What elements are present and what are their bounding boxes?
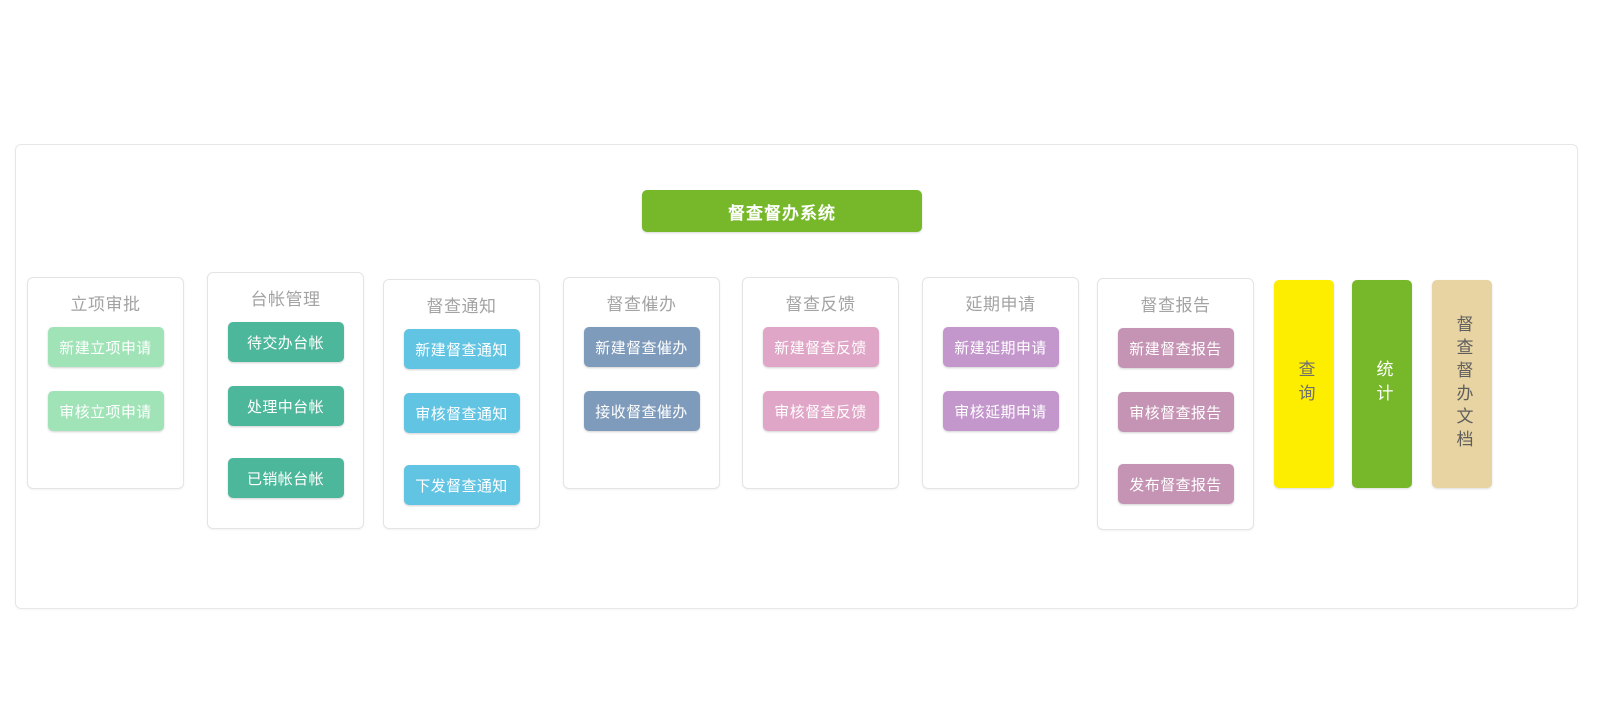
button-publish-supervision-report[interactable]: 发布督查报告 (1117, 464, 1234, 504)
side-tile-supervision-documents[interactable]: 督查督办文档 (1432, 280, 1492, 488)
button-new-supervision-reminder[interactable]: 新建督查催办 (583, 327, 700, 367)
button-in-process-ledger[interactable]: 处理中台帐 (227, 386, 344, 426)
side-tile-statistics[interactable]: 统计 (1352, 280, 1412, 488)
module-card-project-approval: 立项审批 新建立项申请 审核立项申请 (27, 277, 184, 489)
button-review-supervision-report[interactable]: 审核督查报告 (1117, 392, 1234, 432)
button-new-extension-request[interactable]: 新建延期申请 (942, 327, 1059, 367)
side-tile-supervision-documents-label: 督查督办文档 (1452, 315, 1473, 453)
button-new-project-application[interactable]: 新建立项申请 (47, 327, 164, 367)
button-new-supervision-feedback[interactable]: 新建督查反馈 (762, 327, 879, 367)
module-card-supervision-feedback: 督查反馈 新建督查反馈 审核督查反馈 (742, 277, 899, 489)
side-tile-query[interactable]: 查询 (1274, 280, 1334, 488)
side-tile-statistics-label: 统计 (1372, 360, 1393, 408)
module-title-supervision-notice: 督查通知 (426, 297, 497, 317)
button-review-project-application[interactable]: 审核立项申请 (47, 391, 164, 431)
button-pending-assignment-ledger[interactable]: 待交办台帐 (227, 322, 344, 362)
module-card-supervision-reminder: 督查催办 新建督查催办 接收督查催办 (563, 277, 720, 489)
module-card-extension-request: 延期申请 新建延期申请 审核延期申请 (922, 277, 1079, 489)
button-review-extension-request[interactable]: 审核延期申请 (942, 391, 1059, 431)
module-title-supervision-reminder: 督查催办 (606, 295, 677, 315)
side-tile-query-label: 查询 (1294, 360, 1315, 408)
module-card-ledger-management: 台帐管理 待交办台帐 处理中台帐 已销帐台帐 (207, 272, 364, 529)
button-receive-supervision-reminder[interactable]: 接收督查催办 (583, 391, 700, 431)
button-new-supervision-report[interactable]: 新建督查报告 (1117, 328, 1234, 368)
button-new-supervision-notice[interactable]: 新建督查通知 (403, 329, 520, 369)
module-title-supervision-report: 督查报告 (1140, 296, 1211, 316)
button-review-supervision-notice[interactable]: 审核督查通知 (403, 393, 520, 433)
module-title-ledger-management: 台帐管理 (250, 290, 321, 310)
module-title-project-approval: 立项审批 (70, 295, 141, 315)
module-title-supervision-feedback: 督查反馈 (785, 295, 856, 315)
system-title-button[interactable]: 督查督办系统 (642, 190, 922, 232)
button-closed-ledger[interactable]: 已销帐台帐 (227, 458, 344, 498)
button-issue-supervision-notice[interactable]: 下发督查通知 (403, 465, 520, 505)
button-review-supervision-feedback[interactable]: 审核督查反馈 (762, 391, 879, 431)
module-card-supervision-report: 督查报告 新建督查报告 审核督查报告 发布督查报告 (1097, 278, 1254, 530)
module-title-extension-request: 延期申请 (965, 295, 1036, 315)
module-card-supervision-notice: 督查通知 新建督查通知 审核督查通知 下发督查通知 (383, 279, 540, 529)
